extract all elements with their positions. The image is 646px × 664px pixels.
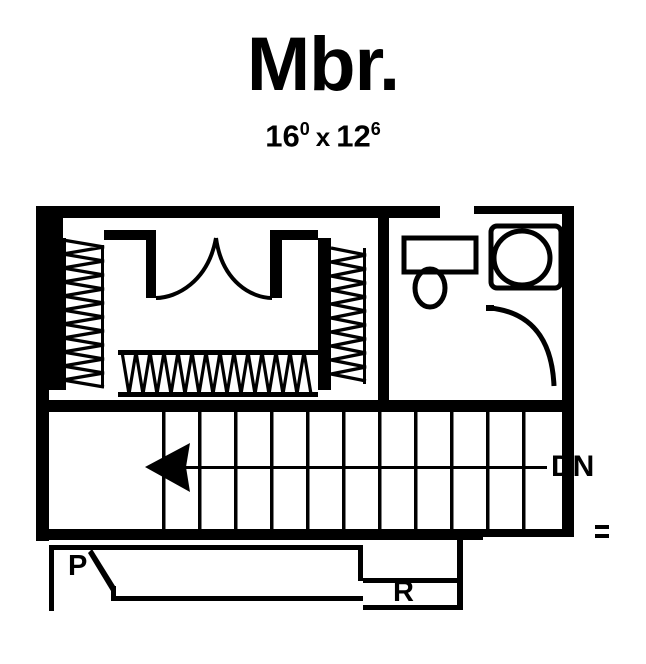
dimension-depth-inches: 6 (370, 119, 381, 139)
dimension-separator: x (315, 122, 331, 153)
dimension-width-feet: 16 (265, 118, 300, 154)
lower-level-outlines (49, 540, 463, 611)
double-door-arc (155, 237, 273, 300)
stair-run (162, 412, 547, 529)
page-title: Mbr. (246, 22, 400, 107)
dimension-width-inches: 0 (299, 119, 310, 139)
exterior-walls (36, 206, 609, 541)
bathroom-door-swing (486, 305, 557, 387)
bathroom-tub (488, 223, 564, 291)
closet-right-hatched (318, 238, 367, 390)
closet-partitions (104, 230, 318, 298)
closet-bottom-hatched (118, 350, 318, 397)
dimension-depth-feet: 12 (336, 118, 371, 154)
label-pantry: P (68, 550, 88, 582)
bathroom-vanity (401, 235, 479, 275)
label-stairs-down: DN (551, 450, 595, 483)
stair-direction-arrow (145, 443, 190, 492)
closet-left-hatched (49, 218, 105, 390)
bathroom-sink (412, 266, 448, 310)
label-range: R (393, 576, 414, 608)
